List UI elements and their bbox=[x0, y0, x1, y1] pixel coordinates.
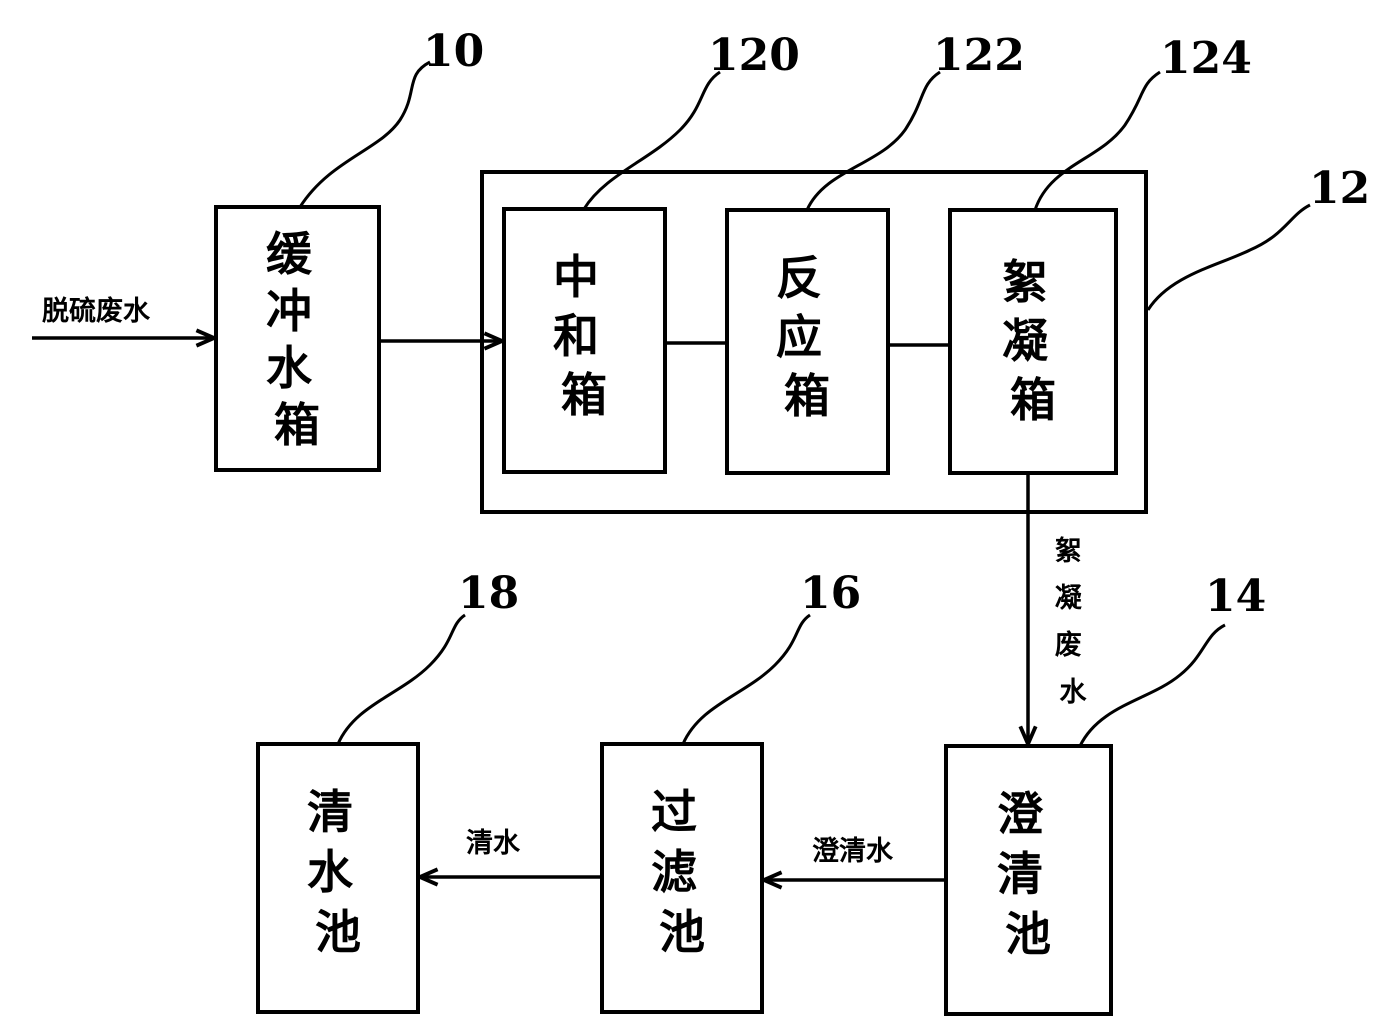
floc-water-char-1: 絮 bbox=[1055, 535, 1082, 567]
leader-10 bbox=[298, 60, 431, 208]
flocculation-tank-box bbox=[948, 208, 1118, 475]
inlet-label: 脱硫废水 bbox=[42, 295, 151, 327]
flocculation-tank-label: 絮 凝 箱 bbox=[1002, 255, 1064, 427]
ref-12: 12 bbox=[1309, 163, 1370, 214]
buffer-char-1: 缓 bbox=[266, 227, 313, 281]
filter-char-1: 过 bbox=[651, 785, 697, 839]
neutral-char-2: 和 bbox=[553, 309, 599, 363]
floc-water-label: 絮 凝 废 水 bbox=[1055, 535, 1091, 708]
clarifier-char-3: 池 bbox=[1005, 907, 1051, 961]
neutral-char-1: 中 bbox=[553, 250, 599, 304]
ref-18: 18 bbox=[458, 568, 519, 619]
clarifier-char-1: 澄 bbox=[997, 787, 1044, 841]
clear-water-pool-box bbox=[256, 742, 420, 1014]
leader-12 bbox=[1146, 203, 1311, 311]
filter-char-3: 池 bbox=[659, 905, 705, 959]
floc-water-char-3: 废 bbox=[1055, 629, 1082, 661]
reaction-tank-label: 反 应 箱 bbox=[776, 251, 838, 423]
filter-char-2: 滤 bbox=[651, 845, 697, 899]
neutral-char-3: 箱 bbox=[561, 368, 607, 422]
clear-char-1: 清 bbox=[307, 785, 353, 839]
floc-water-char-2: 凝 bbox=[1055, 583, 1083, 614]
ref-14: 14 bbox=[1205, 571, 1266, 622]
buffer-char-4: 箱 bbox=[274, 398, 320, 452]
clear-char-2: 水 bbox=[307, 845, 354, 899]
leader-14 bbox=[1078, 623, 1226, 747]
leader-18 bbox=[336, 613, 466, 745]
floc-water-char-4: 水 bbox=[1060, 677, 1088, 708]
neutralization-tank-label: 中 和 箱 bbox=[553, 250, 615, 422]
buffer-char-2: 冲 bbox=[266, 284, 312, 338]
ref-124: 124 bbox=[1160, 33, 1252, 84]
leader-16 bbox=[681, 613, 811, 745]
clear-water-pool-label: 清 水 池 bbox=[307, 785, 369, 959]
floc-char-3: 箱 bbox=[1010, 373, 1056, 427]
reaction-char-1: 反 bbox=[776, 251, 822, 305]
leader-120 bbox=[582, 70, 721, 210]
buffer-char-3: 水 bbox=[266, 341, 313, 395]
ref-120: 120 bbox=[708, 30, 800, 81]
ref-16: 16 bbox=[800, 568, 861, 619]
reaction-char-2: 应 bbox=[776, 310, 822, 364]
ref-122: 122 bbox=[933, 30, 1025, 81]
buffer-tank-box bbox=[214, 205, 381, 472]
clean-water-label: 清水 bbox=[466, 828, 521, 859]
ref-10: 10 bbox=[423, 26, 484, 77]
clarified-water-label: 澄清水 bbox=[812, 836, 894, 867]
leader-122 bbox=[805, 70, 941, 211]
clarifier-char-2: 清 bbox=[997, 847, 1043, 901]
clarifier-label: 澄 清 池 bbox=[997, 787, 1059, 961]
clear-char-3: 池 bbox=[315, 905, 361, 959]
buffer-tank-label: 缓 冲 水 箱 bbox=[266, 227, 328, 452]
reaction-tank-box bbox=[725, 208, 890, 475]
reaction-char-3: 箱 bbox=[784, 369, 830, 423]
filter-label: 过 滤 池 bbox=[651, 785, 713, 959]
floc-char-1: 絮 bbox=[1002, 255, 1048, 309]
floc-char-2: 凝 bbox=[1002, 314, 1048, 368]
leader-124 bbox=[1033, 70, 1161, 211]
filter-box bbox=[600, 742, 764, 1014]
